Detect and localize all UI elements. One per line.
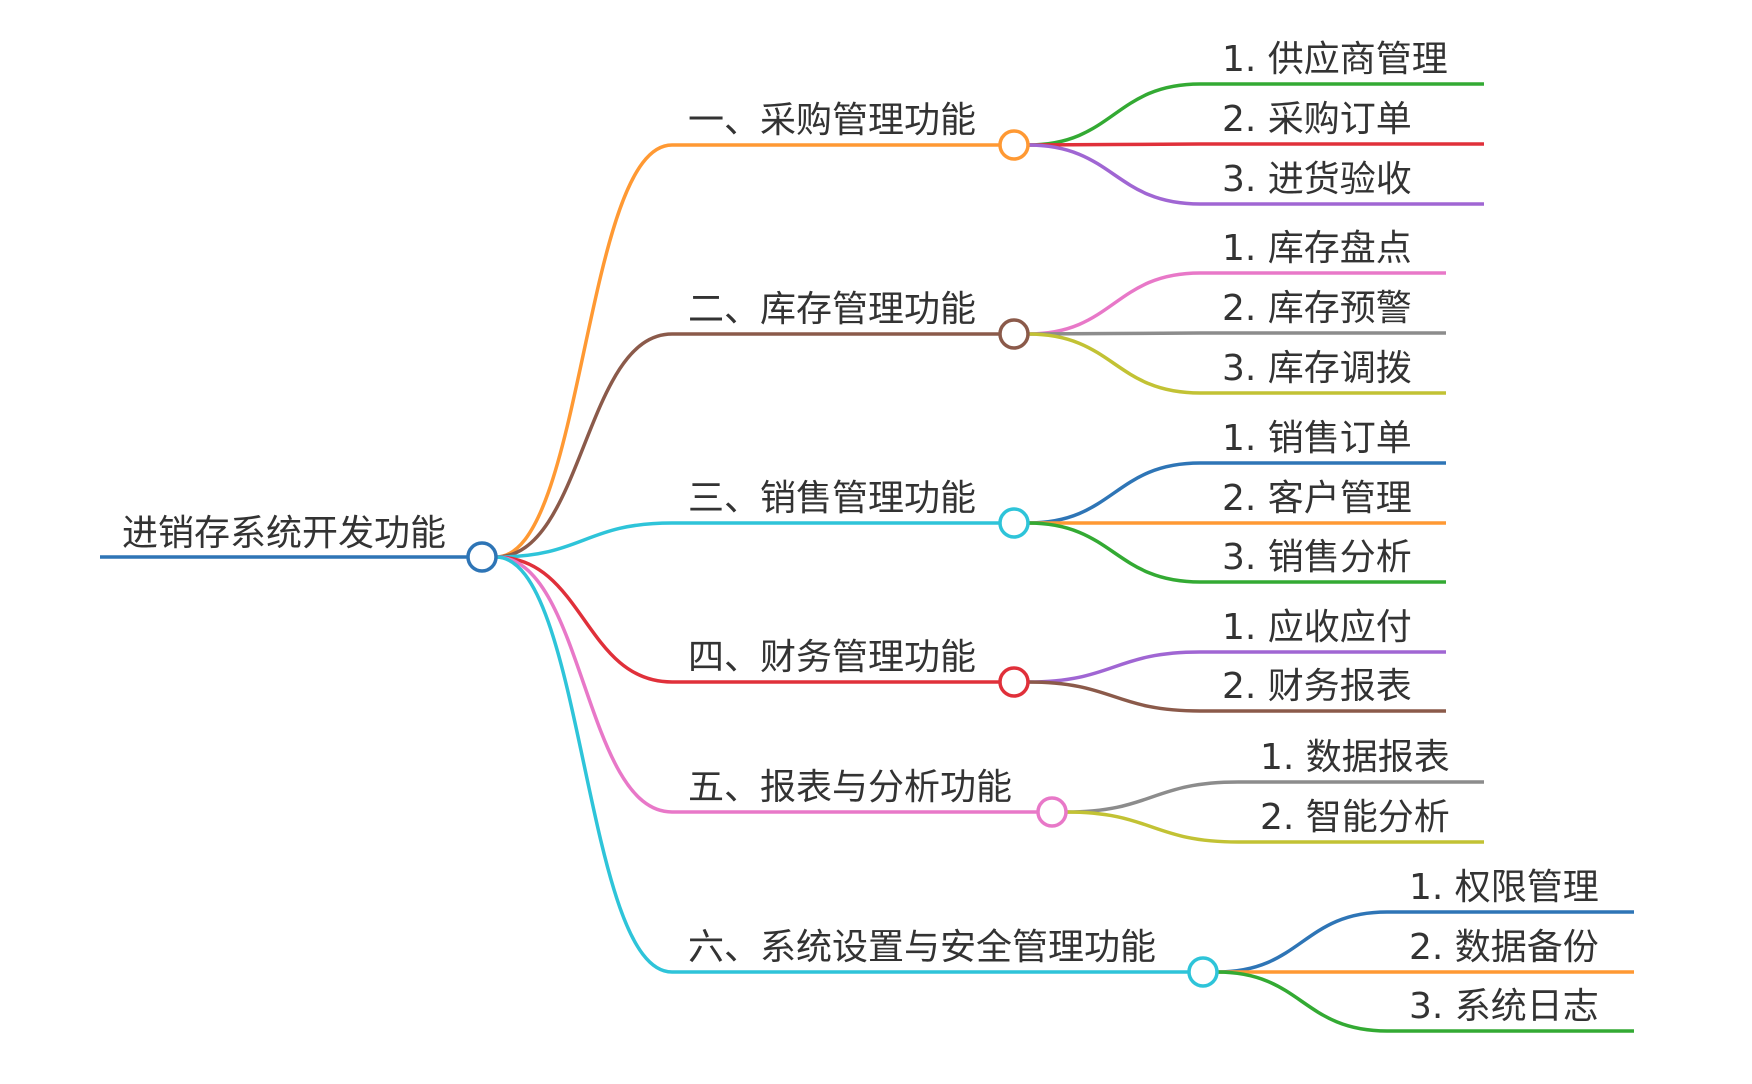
root-node-toggle[interactable]: [466, 541, 498, 573]
leaf-label-4-2[interactable]: 2. 财务报表: [1222, 666, 1412, 707]
branch-node-6-toggle[interactable]: [1187, 956, 1219, 988]
edge-root-to-branch-6: [495, 555, 673, 974]
leaf-label-5-1[interactable]: 1. 数据报表: [1260, 737, 1450, 778]
edge-branch-3-to-leaf-1: [1027, 461, 1201, 525]
branch-label-5[interactable]: 五、报表与分析功能: [688, 767, 1012, 808]
leaf-label-6-3[interactable]: 3. 系统日志: [1409, 986, 1599, 1027]
leaf-label-3-1[interactable]: 1. 销售订单: [1222, 418, 1412, 459]
leaf-label-2-2[interactable]: 2. 库存预警: [1222, 288, 1412, 329]
edge-root-to-branch-2: [495, 332, 673, 559]
edge-branch-1-to-leaf-3: [1027, 143, 1201, 206]
edge-branch-2-to-leaf-1: [1027, 271, 1201, 336]
edge-branch-2-to-leaf-2: [1027, 331, 1201, 336]
edge-branch-6-to-leaf-1: [1216, 910, 1388, 974]
branch-label-6[interactable]: 六、系统设置与安全管理功能: [688, 927, 1156, 968]
leaf-label-5-2[interactable]: 2. 智能分析: [1260, 797, 1450, 838]
edge-branch-6-to-leaf-3: [1216, 970, 1388, 1033]
nodes-layer: 1. 供应商管理 2. 采购订单 3. 进货验收 一、采购管理功能 1. 库存盘点 2. …: [122, 39, 1599, 1027]
branch-node-2-toggle[interactable]: [998, 318, 1030, 350]
branch-node-3-toggle[interactable]: [998, 507, 1030, 539]
edge-branch-1-to-leaf-2: [1027, 142, 1201, 147]
leaf-label-2-1[interactable]: 1. 库存盘点: [1222, 228, 1412, 269]
leaf-label-1-1[interactable]: 1. 供应商管理: [1222, 39, 1448, 80]
edge-root-to-branch-1: [495, 143, 673, 559]
branch-node-5-toggle[interactable]: [1036, 796, 1068, 828]
root-label[interactable]: 进销存系统开发功能: [122, 513, 446, 554]
edge-branch-5-to-leaf-2: [1065, 810, 1239, 844]
branch-label-1[interactable]: 一、采购管理功能: [688, 100, 976, 141]
branch-node-1-toggle[interactable]: [998, 129, 1030, 161]
edge-branch-1-to-leaf-1: [1027, 82, 1201, 147]
leaf-label-4-1[interactable]: 1. 应收应付: [1222, 607, 1412, 648]
leaf-label-1-3[interactable]: 3. 进货验收: [1222, 159, 1412, 200]
leaf-label-6-2[interactable]: 2. 数据备份: [1409, 927, 1599, 968]
edge-root-to-branch-4: [495, 555, 673, 684]
leaf-label-3-3[interactable]: 3. 销售分析: [1222, 537, 1412, 578]
leaf-label-1-2[interactable]: 2. 采购订单: [1222, 99, 1412, 140]
edges-layer: [100, 82, 1634, 1033]
edge-branch-2-to-leaf-3: [1027, 332, 1201, 395]
leaf-label-2-3[interactable]: 3. 库存调拨: [1222, 348, 1412, 389]
leaf-label-3-2[interactable]: 2. 客户管理: [1222, 478, 1412, 519]
branch-node-4-toggle[interactable]: [998, 666, 1030, 698]
edge-branch-4-to-leaf-1: [1027, 650, 1201, 684]
branch-label-2[interactable]: 二、库存管理功能: [688, 289, 976, 330]
edge-root-to-branch-3: [495, 521, 673, 559]
branch-label-3[interactable]: 三、销售管理功能: [688, 478, 976, 519]
leaf-label-6-1[interactable]: 1. 权限管理: [1409, 867, 1599, 908]
branch-label-4[interactable]: 四、财务管理功能: [688, 637, 976, 678]
edge-root-to-branch-5: [495, 555, 673, 814]
edge-branch-4-to-leaf-2: [1027, 680, 1201, 713]
edge-branch-5-to-leaf-1: [1065, 780, 1239, 814]
edge-branch-3-to-leaf-3: [1027, 521, 1201, 584]
